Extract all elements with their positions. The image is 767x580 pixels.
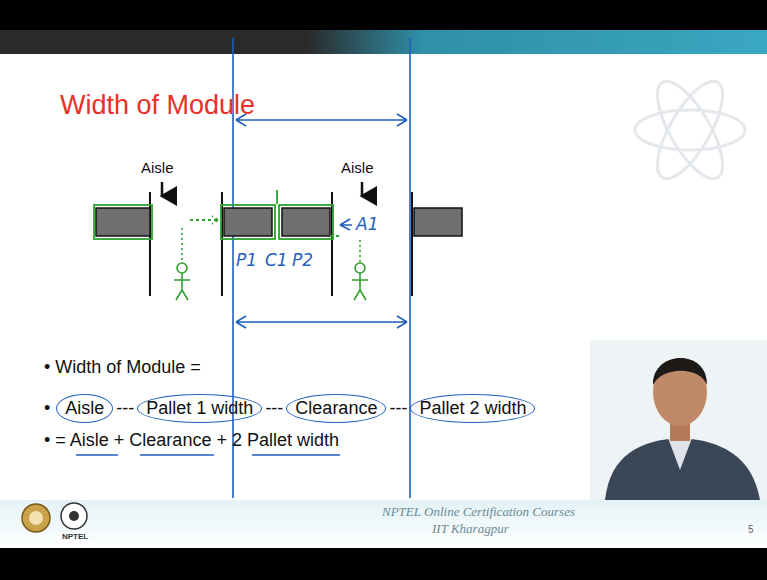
operator-figure [174,228,368,300]
footer-text: NPTEL Online Certification Courses [382,504,575,520]
dash-separator: --- [265,398,283,419]
footer-text: IIT Kharagpur [432,521,509,537]
circled-term: Pallet 1 width [137,394,262,423]
bullet-text: • = Aisle + Clearance + 2 Pallet width [44,430,339,451]
logo-text: NPTEL [62,532,88,541]
bullet-mark: • [44,398,50,419]
pallet-outlines [94,190,342,239]
slide-title: Width of Module [60,90,255,121]
circled-term: Pallet 2 width [410,394,535,423]
top-bar [0,0,767,30]
handwritten-label: P2 [292,250,313,270]
dash-separator: --- [116,398,134,419]
logo [22,503,87,532]
handwritten-label: P1 [236,250,257,270]
formula-underlines [76,454,340,456]
page-number: 5 [748,524,754,535]
background-atom [635,72,745,187]
bullet-text: • Width of Module = [44,357,201,378]
term-text: Pallet 1 width [146,398,253,419]
handwritten-label: A1 [356,214,378,234]
term-text: Clearance [295,398,377,419]
footer-band [0,500,767,548]
title-band [0,30,767,54]
dash-separator: --- [389,398,407,419]
term-text: Aisle [65,398,104,419]
circled-term: Aisle [56,394,113,423]
bullet-row: • Aisle --- Pallet 1 width --- Clearance --- Pa… [44,394,535,423]
module-boundaries [233,38,410,498]
circled-term: Clearance [286,394,386,423]
aisle-arrow [161,182,164,196]
bottom-bar [0,548,767,580]
aisle-arrow [361,182,364,196]
aisle-label: Aisle [341,159,374,176]
handwritten-label: C1 [265,250,288,270]
term-text: Pallet 2 width [419,398,526,419]
presenter-video [590,340,767,500]
aisle-label: Aisle [141,159,174,176]
